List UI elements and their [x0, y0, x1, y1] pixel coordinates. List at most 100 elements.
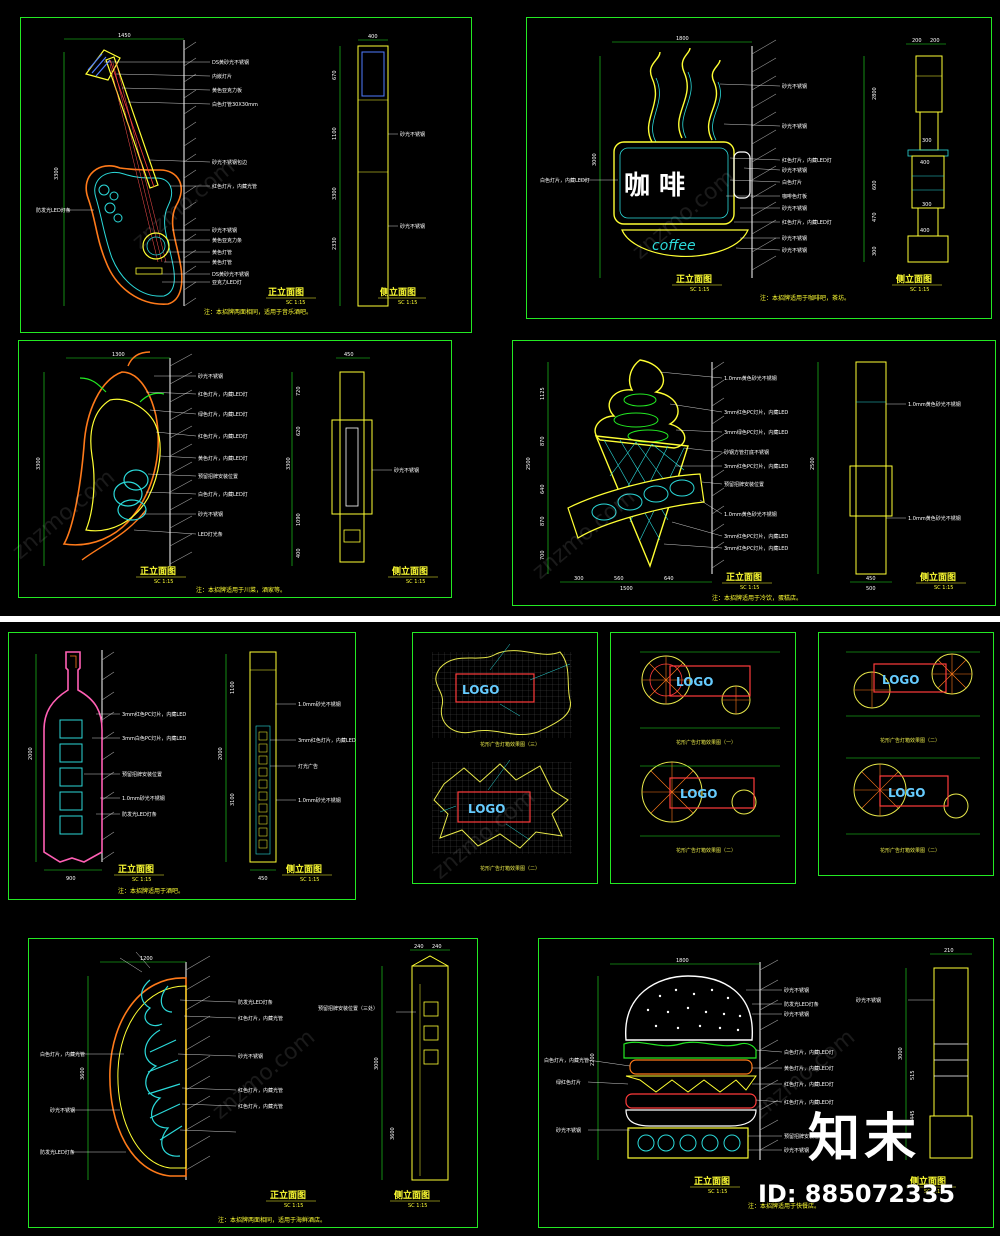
logo-text: LOGO	[468, 802, 505, 816]
scale-text: SC 1:15	[708, 1189, 727, 1195]
dim-text: 3300	[286, 457, 292, 470]
label: 红色灯片，内藏光管	[212, 183, 257, 190]
label: 红色灯片，内藏光管	[238, 1103, 283, 1110]
label: 红色灯片，内藏LED灯	[784, 1081, 834, 1088]
dim-text: 1090	[296, 513, 302, 526]
dim-text: 1500	[620, 586, 633, 592]
scale-text: SC 1:15	[910, 287, 929, 293]
label: 预留招牌安装位置	[198, 473, 238, 480]
label: 1.0mm砂光不锈钢	[298, 701, 341, 708]
view-title: 花形广告灯箱效果图（二）	[480, 865, 540, 872]
dim-text: 3600	[390, 1127, 396, 1140]
view-title: 正立面图	[270, 1189, 306, 1201]
label: 黄色灯管	[212, 249, 232, 256]
label: 1.0mm砂光不锈钢	[122, 795, 165, 802]
label: 红色灯片，内藏LED灯	[782, 219, 832, 226]
view-title: 花形广告灯箱效果图（二）	[880, 847, 940, 854]
scale-text: SC 1:15	[284, 1203, 303, 1209]
view-title: 花形广告灯箱效果图（二）	[676, 847, 736, 854]
scale-text: SC 1:15	[924, 1189, 943, 1195]
panel-splash-lightbox	[412, 632, 598, 884]
dim-text: 515	[910, 1070, 916, 1080]
label: 红色灯片，内藏光管	[238, 1087, 283, 1094]
scale-text: SC 1:15	[398, 300, 417, 306]
watermark-text: znzmo.com	[628, 165, 740, 265]
label: 黄色灯管	[212, 259, 232, 266]
label: 砂光不锈钢	[784, 1147, 809, 1154]
label: LED灯光条	[198, 531, 223, 538]
label: 1.0mm黄色砂光不锈钢	[908, 401, 961, 408]
label: 砂光不锈钢	[238, 1053, 263, 1060]
note: 注：本招牌两面相同，适用于音乐酒吧。	[204, 308, 312, 316]
label: 黄色灯片，内藏LED灯	[784, 1065, 834, 1072]
label: 防发光LED灯条	[238, 999, 273, 1006]
dim-text: 400	[296, 548, 302, 558]
panel-burger-sign	[538, 938, 994, 1228]
dim-text: 300	[922, 138, 932, 144]
side-view-title: 侧立面图	[910, 1175, 946, 1187]
dim-text: 470	[872, 212, 878, 222]
dim-text: 2800	[872, 87, 878, 100]
dim-text: 620	[296, 426, 302, 436]
panel-icecream-sign	[512, 340, 996, 606]
dim-text: 240	[432, 944, 442, 950]
label: 砂光不锈钢	[784, 1011, 809, 1018]
scale-text: SC 1:15	[690, 287, 709, 293]
label: 砂光不锈钢	[400, 223, 425, 230]
logo-text: LOGO	[888, 786, 925, 800]
dim-text: 1100	[332, 127, 338, 140]
panel-bottle-sign	[8, 632, 356, 900]
scale-text: SC 1:15	[286, 300, 305, 306]
label: 砂光不锈钢	[394, 467, 419, 474]
scale-text: SC 1:15	[740, 585, 759, 591]
brand-logo-text: 知末	[808, 1109, 921, 1169]
dim-text: 240	[414, 944, 424, 950]
watermark-text: znzmo.com	[528, 485, 640, 585]
label: 1.0mm砂光不锈钢	[298, 797, 341, 804]
label: 1.0mm黄色砂光不锈钢	[724, 511, 777, 518]
label: 砂光不锈钢	[782, 123, 807, 130]
note: 注：本招牌两面相同，适用于海鲜酒店。	[218, 1216, 326, 1224]
cup-text: 咖 啡	[624, 171, 685, 201]
label: 砂钢方管打底不锈钢	[724, 449, 769, 456]
dim-text: 300	[574, 576, 584, 582]
label: 预留招牌安装位置	[122, 771, 162, 778]
dim-text: 670	[332, 70, 338, 80]
left-label: 防发光LED灯条	[36, 207, 71, 214]
label: 1.0mm黄色砂光不锈钢	[908, 515, 961, 522]
scale-text: SC 1:15	[406, 579, 425, 585]
watermark-text: znzmo.com	[8, 465, 120, 565]
label: 3mm绿色PC灯片，内藏LED	[724, 429, 788, 436]
label: 内嵌灯片	[212, 73, 232, 80]
dim-text: 870	[540, 436, 546, 446]
left-label: 白色灯片，内藏LED灯	[540, 177, 590, 184]
dim-text: 1300	[112, 352, 125, 358]
dim-text: 300	[922, 202, 932, 208]
label: 砂光不锈钢包边	[212, 159, 247, 166]
dim-text: 3000	[374, 1057, 380, 1070]
view-title: 正立面图	[726, 571, 762, 583]
label: 防发光LED灯条	[122, 811, 157, 818]
label: 砂光不锈钢	[782, 167, 807, 174]
dim-text: 2500	[526, 457, 532, 470]
scale-text: SC 1:15	[934, 585, 953, 591]
label: 预留招牌安装位置	[724, 481, 764, 488]
label: 3mm红色PC灯片，内藏LED	[724, 409, 788, 416]
label: 砂光不锈钢	[782, 247, 807, 254]
label: 红色灯片，内藏光管	[238, 1015, 283, 1022]
label: 3mm红色PC灯片，内藏LED	[724, 533, 788, 540]
dim-text: 2200	[590, 1053, 596, 1066]
logo-text: LOGO	[882, 673, 919, 687]
note: 注：本招牌适用于冷饮，蛋糕店。	[712, 594, 802, 602]
dim-text: 1450	[118, 33, 131, 39]
left-label: 绿红色灯片	[556, 1079, 581, 1086]
label: 灯光广告	[298, 763, 318, 770]
